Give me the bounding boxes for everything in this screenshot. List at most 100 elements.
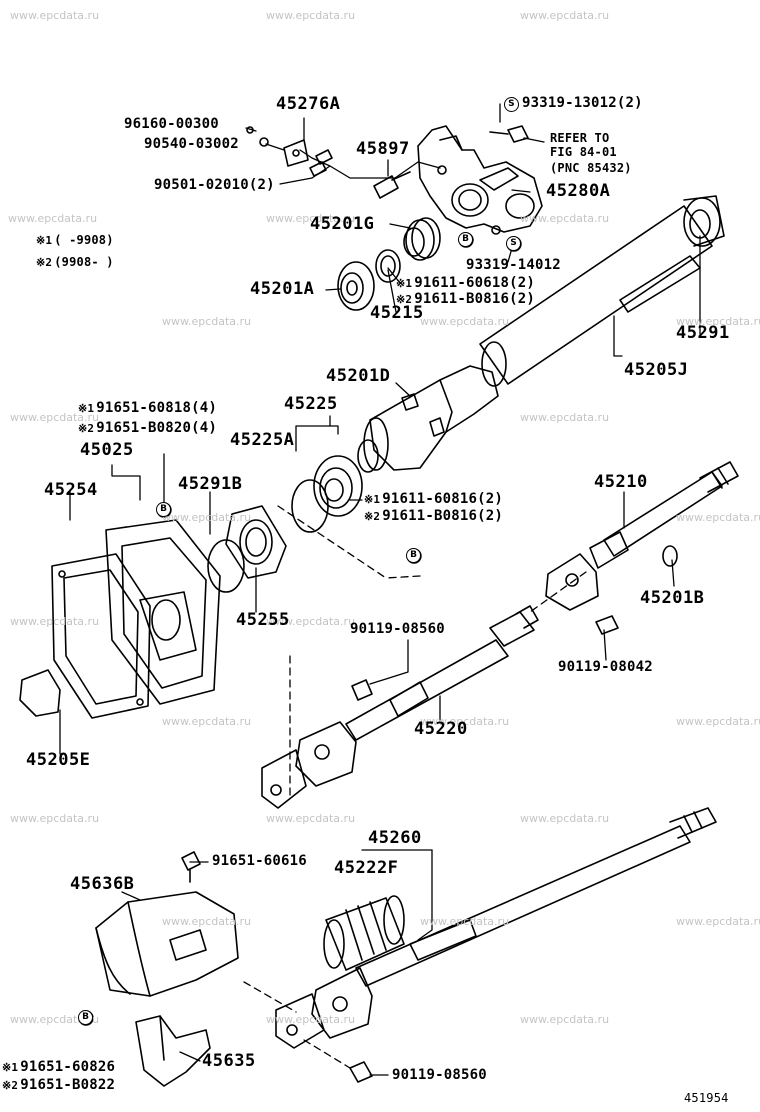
label-45025[interactable]: 45025 (80, 440, 134, 460)
label-45897[interactable]: 45897 (356, 139, 410, 159)
column-bracket-45280A[interactable] (417, 125, 543, 235)
label-90119-08560-upper[interactable]: 90119-08560 (350, 621, 445, 637)
shaft-45260[interactable] (275, 807, 717, 1049)
label-45636B[interactable]: 45636B (70, 874, 135, 894)
label-45201B[interactable]: 45201B (640, 588, 705, 608)
bracket-45276A[interactable] (283, 139, 309, 167)
bolt-91651-60616[interactable] (181, 851, 201, 883)
ring-45215[interactable] (375, 249, 401, 283)
label-45222F[interactable]: 45222F (334, 858, 399, 878)
o-ring-45291B-lower[interactable] (291, 479, 329, 533)
label-45201A[interactable]: 45201A (250, 279, 315, 299)
dust-boot-45222F[interactable] (323, 895, 405, 971)
bolt-90119-08042[interactable] (595, 615, 619, 635)
note-2-mark: ※2 (36, 256, 53, 269)
label-91651-60616[interactable]: 91651-60616 (212, 853, 307, 869)
housing-45201D[interactable] (363, 365, 499, 471)
label-45254[interactable]: 45254 (44, 480, 98, 500)
label-93319-14012[interactable]: 93319-14012 (466, 257, 561, 273)
label-45276A[interactable]: 45276A (276, 94, 341, 114)
bolt-93319-13012[interactable] (489, 125, 529, 143)
label-90540-03002[interactable]: 90540-03002 (144, 136, 239, 152)
watermark: www.epcdata.ru (266, 615, 356, 628)
label-45215[interactable]: 45215 (370, 303, 424, 323)
bolt-90119-08560b[interactable] (349, 1061, 373, 1083)
column-tube-45205J[interactable] (479, 205, 713, 387)
label-45205E[interactable]: 45205E (26, 750, 91, 770)
note-1-range: ※1( -9908) (36, 234, 114, 246)
label-45225A[interactable]: 45225A (230, 430, 295, 450)
snap-ring-45225A[interactable] (357, 439, 379, 473)
label-45280A[interactable]: 45280A (546, 181, 611, 201)
label-90119-08560-lower[interactable]: 90119-08560 (392, 1067, 487, 1083)
plate-45205E[interactable] (19, 669, 61, 717)
label-91611-60618-text: 91611-60618(2) (414, 275, 536, 291)
shaft-45220[interactable] (261, 605, 539, 809)
label-91651-B0822-text: 91651-B0822 (20, 1077, 116, 1093)
boot-45025[interactable] (105, 519, 221, 705)
shaft-45210[interactable] (545, 461, 739, 611)
label-91651-60818-text: 91651-60818(4) (96, 400, 218, 416)
label-45201G[interactable]: 45201G (310, 214, 375, 234)
bolt-45897[interactable] (373, 171, 411, 199)
leader-lines (59, 103, 701, 1076)
label-45291B[interactable]: 45291B (178, 474, 243, 494)
refer-line-2[interactable]: FIG 84-01 (550, 145, 617, 159)
label-45210[interactable]: 45210 (594, 472, 648, 492)
watermark: www.epcdata.ru (420, 915, 510, 928)
label-91651-B0820-text: 91651-B0820(4) (96, 420, 218, 436)
watermark: www.epcdata.ru (162, 915, 252, 928)
watermark: www.epcdata.ru (520, 812, 610, 825)
label-45225[interactable]: 45225 (284, 394, 338, 414)
label-96160-00300[interactable]: 96160-00300 (124, 116, 219, 132)
label-93319-13012-text: 93319-13012(2) (522, 95, 643, 111)
bearing-45201A[interactable] (337, 261, 375, 311)
figure-id: 451954 (684, 1091, 729, 1105)
gasket-45254[interactable] (51, 553, 151, 719)
watermark: www.epcdata.ru (10, 615, 100, 628)
plate-45255[interactable] (225, 505, 287, 579)
label-91611-B0816-upper-text: 91611-B0816(2) (414, 291, 536, 307)
watermark: www.epcdata.ru (520, 9, 610, 22)
label-45220[interactable]: 45220 (414, 719, 468, 739)
badge-b-icon: B (156, 502, 171, 517)
label-45291[interactable]: 45291 (676, 323, 730, 343)
label-45255[interactable]: 45255 (236, 610, 290, 630)
label-45260[interactable]: 45260 (368, 828, 422, 848)
refer-line-1[interactable]: REFER TO (550, 131, 610, 145)
label-90501-02010[interactable]: 90501-02010(2) (154, 177, 275, 193)
refer-line-3[interactable]: (PNC 85432) (550, 161, 632, 175)
ring-45201B[interactable] (662, 545, 678, 567)
badge-s-icon: S (504, 97, 519, 112)
label-90119-08042[interactable]: 90119-08042 (558, 659, 653, 675)
bolt-90119-08560a[interactable] (351, 679, 373, 701)
screw-90501[interactable] (309, 149, 333, 177)
bearing-45201G[interactable] (403, 217, 441, 261)
label-91611-60816-text: 91611-60816(2) (382, 491, 504, 507)
label-45201D[interactable]: 45201D (326, 366, 391, 386)
watermark: www.epcdata.ru (266, 1013, 356, 1026)
label-45635[interactable]: 45635 (202, 1051, 256, 1071)
bracket-45635[interactable] (135, 1015, 211, 1087)
boot-45291[interactable] (683, 195, 725, 247)
badge-b-icon: B (458, 232, 473, 247)
cover-45636B[interactable] (95, 891, 239, 997)
watermark: www.epcdata.ru (10, 812, 100, 825)
label-91651-60826-text: 91651-60826 (20, 1059, 116, 1075)
watermark: www.epcdata.ru (266, 212, 356, 225)
watermark: www.epcdata.ru (266, 9, 356, 22)
watermark: www.epcdata.ru (10, 1013, 100, 1026)
badge-s-icon: S (506, 236, 521, 251)
label-45205J[interactable]: 45205J (624, 360, 689, 380)
washer-90540[interactable] (246, 126, 269, 147)
o-ring-45291B[interactable] (207, 539, 245, 593)
